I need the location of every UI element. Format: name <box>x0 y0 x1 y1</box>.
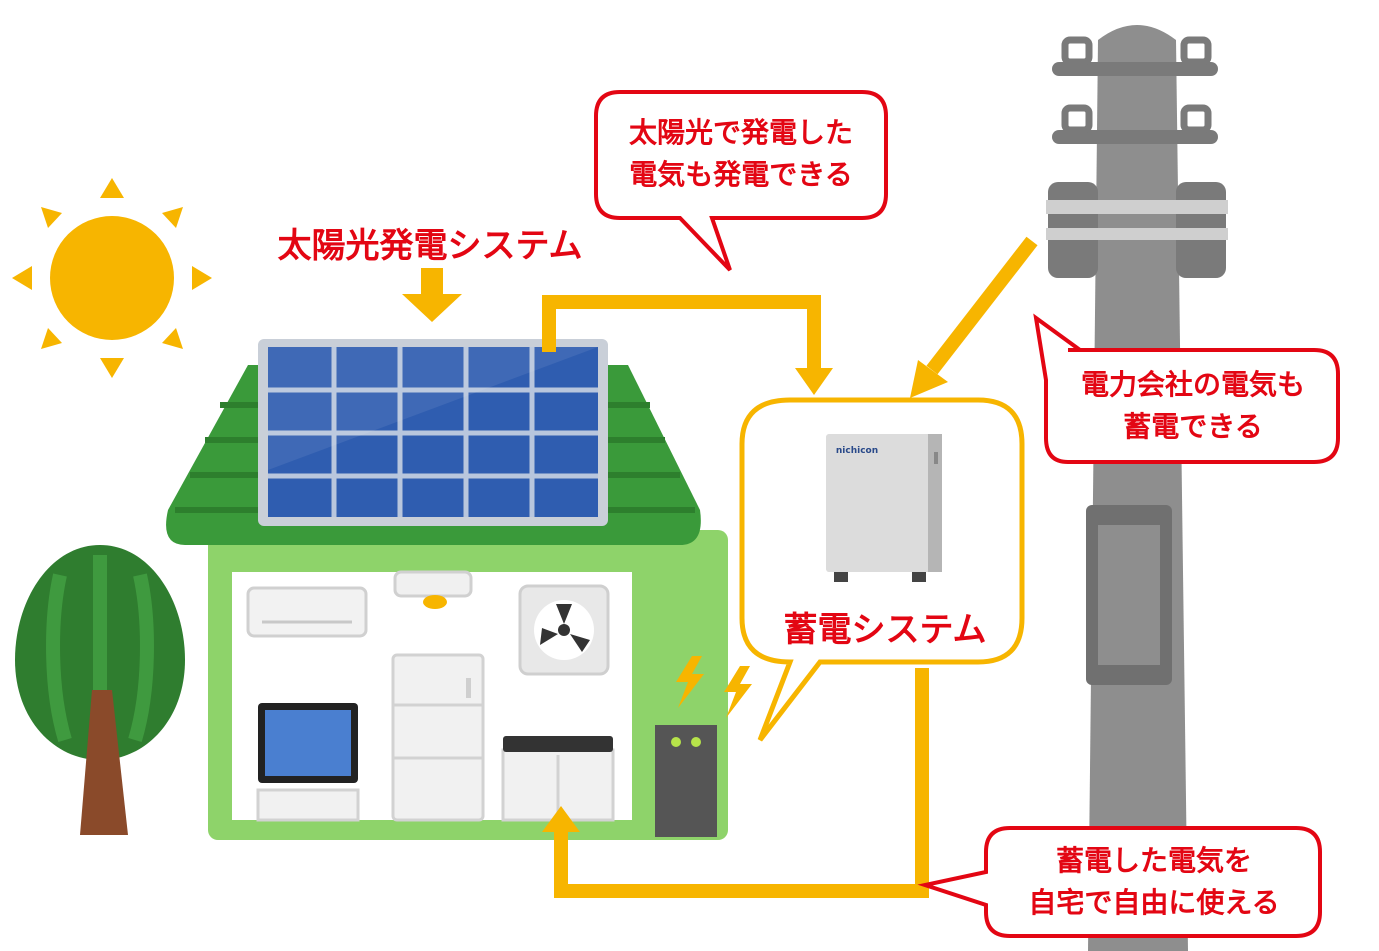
arrowhead-icon <box>542 806 580 832</box>
battery-brand-label: nichicon <box>835 446 879 456</box>
bubble-home-line1: 蓄電した電気を <box>1055 844 1252 877</box>
flow-arrow-grid-to-storage <box>910 236 1038 398</box>
bubble-grid-frame <box>1033 313 1340 464</box>
solar-system-label: 太陽光発電システム <box>277 226 583 266</box>
flow-arrow-solar-to-storage <box>542 295 821 372</box>
bubble-grid-text: 電力会社の電気も 蓄電できる <box>1050 364 1336 448</box>
bubble-solar-frame <box>594 90 888 272</box>
utility-pole-icon <box>1046 25 1228 951</box>
tree-icon <box>15 545 185 835</box>
solar-panel-icon <box>258 339 608 526</box>
sun-icon <box>12 178 212 378</box>
bubble-solar-text: 太陽光で発電した 電気も発電できる <box>600 112 882 196</box>
bubble-grid-line1: 電力会社の電気も <box>1080 368 1305 401</box>
bubble-home-line2: 自宅で自由に使える <box>1028 886 1280 919</box>
bubble-solar-line2: 電気も発電できる <box>629 158 853 191</box>
flow-arrow-storage-to-home <box>554 668 929 898</box>
bubble-solar-line1: 太陽光で発電した <box>628 116 853 149</box>
storage-system-label: 蓄電システム <box>783 610 987 650</box>
bubble-grid-line2: 蓄電できる <box>1123 410 1263 443</box>
bubble-home-text: 蓄電した電気を 自宅で自由に使える <box>990 840 1318 924</box>
arrowhead-icon <box>795 368 833 395</box>
bubble-home-frame <box>917 826 1322 938</box>
battery-unit-icon <box>826 434 942 582</box>
down-arrow-icon <box>402 268 462 322</box>
